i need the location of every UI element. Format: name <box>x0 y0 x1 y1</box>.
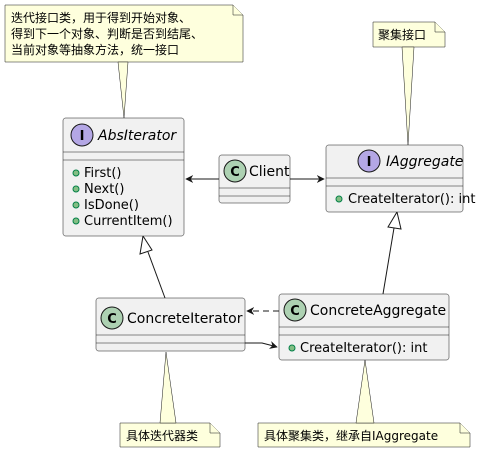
iaggregate-class[interactable]: I IAggregate CreateIterator(): int <box>325 144 475 213</box>
interface-badge-letter: I <box>367 155 372 170</box>
aggregate-note: 聚集接口 <box>372 21 446 146</box>
public-method-icon <box>288 344 296 352</box>
concreteiterator-class[interactable]: C ConcreteIterator <box>95 297 246 352</box>
public-method-icon <box>72 201 80 209</box>
interface-badge-icon <box>70 123 94 147</box>
public-method-icon <box>72 185 80 193</box>
absiterator-method-currentitem: CurrentItem() <box>84 214 173 229</box>
absiterator-method-first: First() <box>84 166 122 181</box>
class-badge-letter: C <box>290 304 300 319</box>
iaggregate-method-createiterator: CreateIterator(): int <box>348 192 475 207</box>
concreteiterator-to-concreteaggregate-arrow <box>245 341 278 349</box>
concreteaggregate-extends-iaggregate <box>382 210 402 295</box>
class-badge-letter: C <box>230 165 240 180</box>
absiterator-class-name: AbsIterator <box>97 128 177 144</box>
iterator-note-line-2: 得到下一个对象、判断是否到结尾、 <box>11 26 203 41</box>
absiterator-method-isdone: IsDone() <box>84 198 139 213</box>
concrete-aggregate-note-text: 具体聚集类，继承自IAggregate <box>264 428 438 443</box>
class-badge-icon <box>100 306 124 330</box>
concreteaggregate-class[interactable]: C ConcreteAggregate CreateIterator(): in… <box>278 293 450 361</box>
class-badge-letter: C <box>107 312 117 327</box>
public-method-icon <box>72 169 80 177</box>
client-class-name: Client <box>249 164 290 180</box>
client-class[interactable]: C Client <box>218 154 291 204</box>
interface-badge-icon <box>357 149 381 173</box>
absiterator-method-next: Next() <box>84 182 124 197</box>
public-method-icon <box>335 195 343 203</box>
concrete-iterator-note-text: 具体迭代器类 <box>126 429 198 443</box>
interface-badge-letter: I <box>80 129 85 144</box>
concreteiterator-extends-absiterator <box>139 234 166 299</box>
public-method-icon <box>72 217 80 225</box>
concrete-iterator-note: 具体迭代器类 <box>119 351 221 448</box>
concreteaggregate-class-name: ConcreteAggregate <box>310 303 446 319</box>
iterator-note-line-1: 迭代接口类，用于得到开始对象、 <box>11 10 191 25</box>
concreteaggregate-method-createiterator: CreateIterator(): int <box>300 341 427 356</box>
concrete-aggregate-note: 具体聚集类，继承自IAggregate <box>257 359 471 448</box>
iterator-note: 迭代接口类，用于得到开始对象、 得到下一个对象、判断是否到结尾、 当前对象等抽象… <box>4 4 244 119</box>
class-badge-icon <box>283 298 307 322</box>
class-badge-icon <box>223 159 247 183</box>
concreteiterator-class-name: ConcreteIterator <box>127 311 243 327</box>
absiterator-class[interactable]: I AbsIterator First() Next() IsDone() Cu… <box>62 117 185 237</box>
iaggregate-class-name: IAggregate <box>386 154 463 170</box>
aggregate-note-text: 聚集接口 <box>378 27 426 42</box>
iterator-note-line-3: 当前对象等抽象方法，统一接口 <box>11 42 179 57</box>
